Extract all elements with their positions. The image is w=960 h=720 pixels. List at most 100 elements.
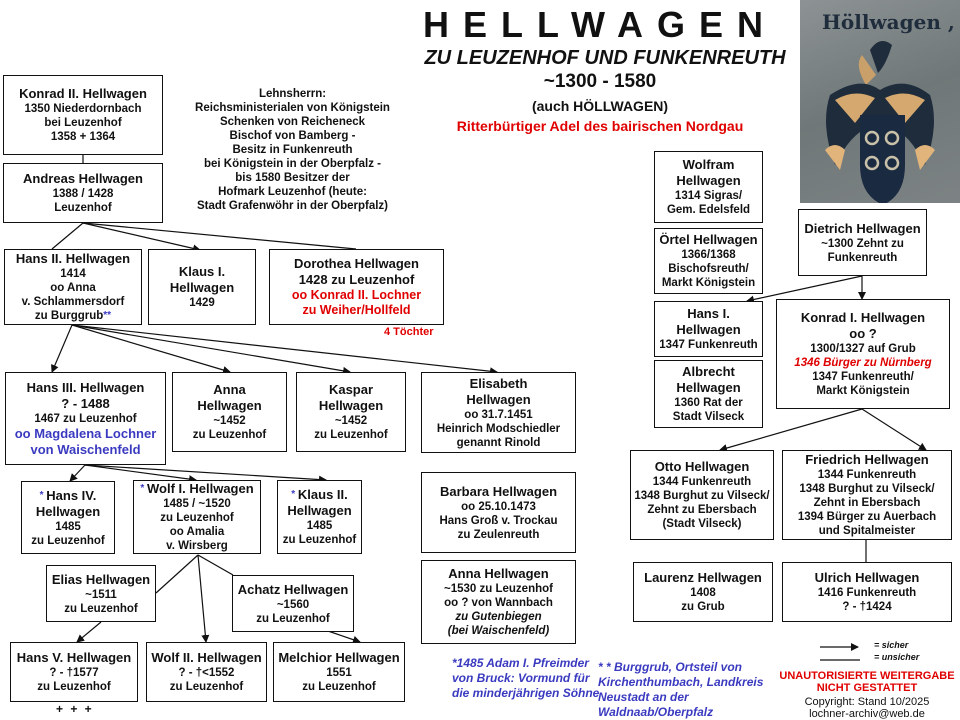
person-name: Anna (213, 382, 246, 398)
person-name: Friedrich Hellwagen (805, 452, 929, 468)
line-text: zu Leuzenhof (302, 681, 376, 693)
line-text: zu Leuzenhof (282, 534, 357, 546)
arrow-hans2-hans3 (51, 324, 73, 373)
line-text: 1314 Sigras/ (674, 190, 743, 202)
person-detail: oo Konrad II. Lochner (292, 288, 421, 303)
copyright-warning: UNAUTORISIERTE WEITERGABE NICHT GESTATTE… (776, 670, 958, 694)
person-detail: 1347 Funkenreuth (659, 338, 757, 352)
person-detail: ~1530 zu Leuzenhof (444, 582, 553, 596)
line-text: oo Anna (50, 282, 96, 294)
person-detail: 1429 (189, 296, 215, 310)
person-detail: 1348 Burghut zu Vilseck/ (799, 482, 934, 496)
lords-line: Lehnsherrn: (258, 88, 327, 100)
contact-email: lochner-archiv@web.de (809, 708, 925, 720)
line-text: ? - †<1552 (178, 667, 235, 679)
line-text: 1358 + 1364 (50, 131, 116, 143)
line-text: 1429 (189, 297, 215, 309)
line-text: Elisabeth (469, 375, 528, 391)
person-detail: 1485 (55, 520, 81, 534)
line-text: Klaus I. (178, 264, 226, 279)
nobility-note: Ritterbürtiger Adel des bairischen Nordg… (456, 118, 744, 134)
person-detail: Zehnt in Ebersbach (814, 496, 921, 510)
line-text: zu Burggrub (34, 310, 104, 322)
line-text: 1350 Niederdornbach (24, 103, 142, 115)
warning-line: NICHT GESTATTET (816, 682, 918, 694)
person-name: Hans II. Hellwagen (16, 251, 130, 267)
line-text: Hellwagen (169, 280, 235, 295)
lords-line: Hofmark Leuzenhof (heute: (218, 186, 367, 198)
line-text: Klaus II. (297, 487, 348, 502)
footnote-marker: * (291, 489, 298, 500)
person-name: Hans I. (687, 306, 730, 322)
line-text: oo ? von Wannbach (444, 597, 553, 609)
person-detail: Hellwagen (36, 504, 100, 520)
person-detail: zu Leuzenhof (37, 680, 110, 694)
person-detail: Zehnt zu Ebersbach (647, 503, 756, 517)
person-box-klaus1: Klaus I.Hellwagen 1429 (148, 249, 256, 325)
line-text: 1347 Funkenreuth (659, 339, 758, 351)
line-text: 1485 / ~1520 (163, 498, 231, 510)
person-detail: Leuzenhof (54, 201, 112, 215)
person-detail: zu Leuzenhof (64, 602, 137, 616)
person-name: * Wolf I. Hellwagen (140, 481, 253, 497)
footnote-burggrub: * * Burggrub, Ortsteil von Kirchenthumba… (598, 660, 764, 719)
person-detail: Markt Königstein (662, 276, 755, 290)
person-name: Otto Hellwagen (655, 459, 750, 475)
line-text: zu Grub (681, 601, 725, 613)
line-text: ~1452 (213, 415, 246, 427)
line-text: ~1300 Zehnt zu (821, 237, 904, 250)
line-text: Hans III. Hellwagen (26, 379, 145, 395)
person-detail: v. Schlammersdorf (22, 295, 125, 309)
person-detail: 1394 Bürger zu Auerbach (798, 510, 936, 524)
person-detail: Hellwagen (287, 503, 351, 519)
person-detail: zu Gutenbiegen (455, 610, 541, 624)
line-text: Melchior Hellwagen (278, 650, 400, 665)
line-text: Albrecht (682, 364, 735, 379)
person-detail: oo Amalia (170, 525, 225, 539)
arrow-wolf1-wolf2 (197, 554, 210, 643)
line-text: 1300/1327 auf Grub (810, 343, 916, 355)
line-text: Otto Hellwagen (654, 459, 750, 474)
person-detail: 1485 / ~1520 (163, 497, 230, 511)
line-text: zu Leuzenhof (314, 429, 388, 441)
person-detail: oo 25.10.1473 (461, 500, 536, 514)
arrow-hans3-klaus2 (84, 464, 327, 484)
extinct-marker: + + + (56, 702, 94, 716)
line-text: zu Weiher/Hollfeld (302, 303, 411, 317)
person-detail: zu Zeulenreuth (458, 528, 540, 542)
person-detail: 1344 Funkenreuth (653, 475, 751, 489)
person-name: Wolfram (683, 157, 735, 173)
line-text: oo ? (849, 326, 877, 341)
person-detail: zu Leuzenhof (160, 511, 233, 525)
line-text: ~1511 (85, 588, 117, 601)
line-text: Hellwagen (35, 503, 101, 519)
line-text: Hellwagen (466, 391, 531, 407)
line-text: Bischofsreuth/ (668, 263, 749, 275)
line-text: bei Leuzenhof (44, 117, 122, 129)
arrow-hans3-wolf1 (84, 464, 197, 484)
person-detail: oo Magdalena Lochner (15, 426, 157, 442)
person-name: Albrecht (682, 364, 735, 380)
person-detail: ~1511 (85, 588, 117, 602)
person-detail: zu Grub (681, 600, 724, 614)
line-text: genannt Rinold (456, 436, 541, 449)
line-text: von Waischenfeld (30, 441, 141, 457)
line-text: 1344 Funkenreuth (652, 476, 752, 488)
person-detail: (Stadt Vilseck) (662, 517, 741, 531)
line-text: Hellwagen (197, 398, 262, 413)
person-detail: zu Leuzenhof (193, 428, 266, 442)
person-detail: 1388 / 1428 (53, 187, 114, 201)
daughters-note: 4 Töchter (384, 326, 434, 338)
line-text: Anna Hellwagen (448, 566, 549, 581)
person-detail: von Waischenfeld (30, 442, 140, 458)
person-detail: 1314 Sigras/ (675, 189, 742, 203)
person-detail: 1344 Funkenreuth (818, 468, 916, 482)
person-detail: zu Leuzenhof (256, 612, 329, 626)
